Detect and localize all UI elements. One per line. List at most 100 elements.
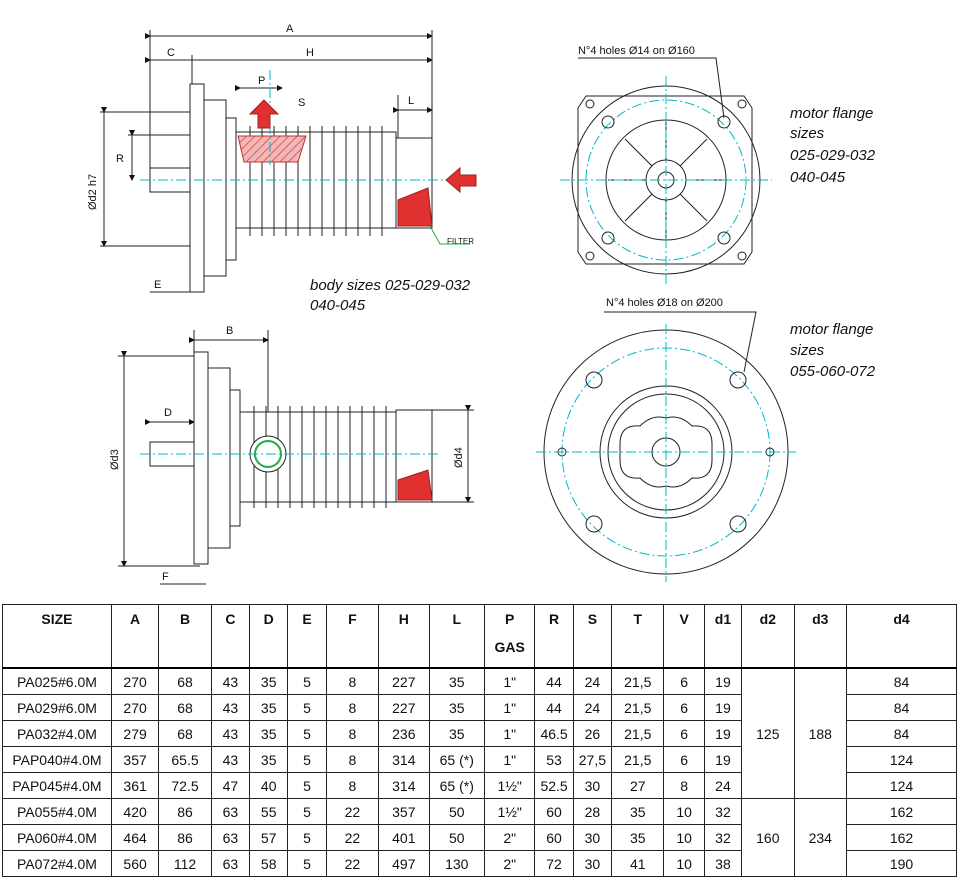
table-cell: 112 xyxy=(158,850,212,877)
table-cell: 84 xyxy=(845,720,958,747)
table-cell: 35 xyxy=(428,667,485,695)
table-cell: 44 xyxy=(534,667,574,695)
table-cell: 43 xyxy=(210,746,251,773)
table-cell: 44 xyxy=(534,694,574,721)
table-cell: 30 xyxy=(572,824,613,851)
body-sizes-line2: 040-045 xyxy=(310,297,366,314)
dim-label-c: C xyxy=(167,47,175,59)
table-cell: 314 xyxy=(378,772,430,799)
col-header: D xyxy=(249,604,289,669)
table-cell: 72 xyxy=(534,850,574,877)
flange-bottom-note-2: sizes xyxy=(790,342,825,359)
table-cell-d2-merged: 125 xyxy=(741,667,795,799)
table-cell: 279 xyxy=(110,720,160,747)
table-cell: 6 xyxy=(663,667,705,695)
table-cell: 5 xyxy=(287,798,327,825)
table-cell: 6 xyxy=(663,694,705,721)
flange-top-note-3: 025-029-032 xyxy=(790,147,876,164)
table-cell: 26 xyxy=(572,720,613,747)
table-cell: 22 xyxy=(325,824,380,851)
table-cell: 314 xyxy=(378,746,430,773)
dim-label-r: R xyxy=(116,153,124,165)
table-cell: 5 xyxy=(287,850,327,877)
flange-bottom-note-3: 055-060-072 xyxy=(790,363,876,380)
flange-top-note-4: 040-045 xyxy=(790,169,846,186)
col-header-p: P GAS xyxy=(483,604,536,669)
side-view-bottom xyxy=(118,330,474,585)
table-cell: 35 xyxy=(428,720,485,747)
col-header: R xyxy=(534,604,574,669)
table-cell: 5 xyxy=(287,694,327,721)
table-cell: 43 xyxy=(210,667,251,695)
table-cell: 21,5 xyxy=(611,694,665,721)
table-cell: 84 xyxy=(845,667,958,695)
flange-bottom-holes: N°4 holes Ø18 on Ø200 xyxy=(606,297,723,309)
motor-flange-bottom-view xyxy=(536,311,796,582)
table-cell: 35 xyxy=(249,694,289,721)
table-cell: 65 (*) xyxy=(428,746,485,773)
table-cell: 1" xyxy=(483,720,536,747)
table-cell: 63 xyxy=(210,850,251,877)
table-cell: 35 xyxy=(249,746,289,773)
table-cell: 21,5 xyxy=(611,720,665,747)
table-cell: 5 xyxy=(287,824,327,851)
col-header: V xyxy=(663,604,705,669)
inlet-arrow-icon xyxy=(445,166,477,194)
table-cell: 32 xyxy=(703,824,743,851)
dim-label-d3: Ød3 xyxy=(109,449,121,470)
table-cell: 27 xyxy=(611,772,665,799)
table-cell: 1½" xyxy=(483,772,536,799)
table-cell: 50 xyxy=(428,798,485,825)
table-cell: 35 xyxy=(249,667,289,695)
table-cell: 2" xyxy=(483,824,536,851)
dim-label-e: E xyxy=(154,279,161,291)
col-header: d1 xyxy=(703,604,743,669)
table-cell: 8 xyxy=(325,720,380,747)
table-cell: 5 xyxy=(287,746,327,773)
col-header: d3 xyxy=(793,604,847,669)
table-cell: 35 xyxy=(611,798,665,825)
table-cell: 1" xyxy=(483,746,536,773)
table-cell: 5 xyxy=(287,720,327,747)
table-cell: 53 xyxy=(534,746,574,773)
col-header: S xyxy=(572,604,613,669)
table-cell: 1" xyxy=(483,694,536,721)
table-cell: 6 xyxy=(663,720,705,747)
table-cell: 28 xyxy=(572,798,613,825)
col-header: L xyxy=(428,604,485,669)
flange-top-note-1: motor flange xyxy=(790,105,873,122)
table-cell: 10 xyxy=(663,798,705,825)
table-cell: 52.5 xyxy=(534,772,574,799)
table-cell: 8 xyxy=(325,772,380,799)
table-cell: 68 xyxy=(158,667,212,695)
size-cell: PA060#4.0M xyxy=(2,824,112,851)
table-cell: 63 xyxy=(210,824,251,851)
table-cell-d2-merged: 160 xyxy=(741,798,795,877)
flange-bottom-note-1: motor flange xyxy=(790,321,873,338)
col-header: B xyxy=(158,604,212,669)
dim-label-l: L xyxy=(408,95,414,107)
body-sizes-line1: body sizes 025-029-032 xyxy=(310,277,471,294)
table-cell: 46.5 xyxy=(534,720,574,747)
table-cell: 420 xyxy=(110,798,160,825)
dim-label-d2: Ød2 h7 xyxy=(87,174,99,210)
col-header: F xyxy=(325,604,380,669)
table-cell: 50 xyxy=(428,824,485,851)
col-header: H xyxy=(378,604,430,669)
table-cell: 22 xyxy=(325,850,380,877)
col-header-p-sub: GAS xyxy=(494,639,525,655)
table-cell: 8 xyxy=(325,746,380,773)
dim-label-b: B xyxy=(226,325,233,337)
table-cell: 47 xyxy=(210,772,251,799)
table-cell: 27,5 xyxy=(572,746,613,773)
table-cell: 41 xyxy=(611,850,665,877)
table-cell: 190 xyxy=(845,850,958,877)
table-cell: 40 xyxy=(249,772,289,799)
table-cell: 24 xyxy=(703,772,743,799)
table-cell: 35 xyxy=(249,720,289,747)
table-cell: 68 xyxy=(158,694,212,721)
table-cell: 30 xyxy=(572,850,613,877)
size-cell: PAP040#4.0M xyxy=(2,746,112,773)
